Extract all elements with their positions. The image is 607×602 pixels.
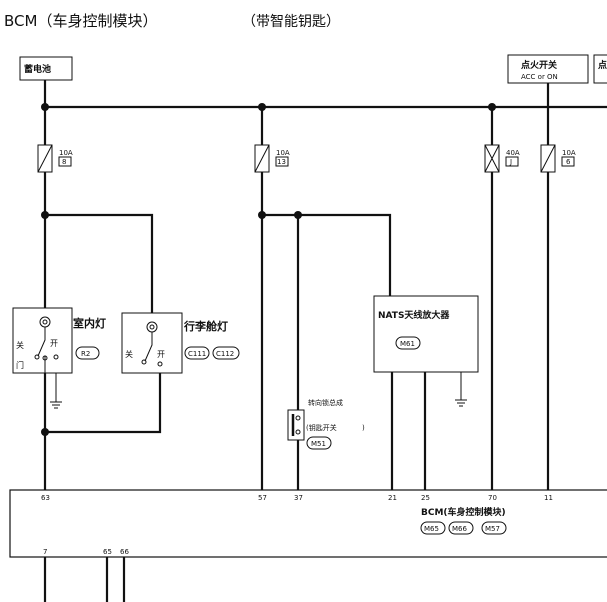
room-lamp-on: 开 (50, 339, 58, 348)
fuse-num: 8 (62, 158, 66, 166)
nats-box (373, 295, 479, 373)
connector-label: M65 (424, 525, 439, 533)
connector-label: R2 (81, 350, 90, 358)
fuse-num: 6 (566, 158, 571, 166)
key-switch-label: (钥匙开关 (306, 423, 337, 432)
paren: ) (362, 424, 365, 432)
nats-label: NATS天线放大器 (378, 309, 450, 321)
connector-badge (481, 521, 507, 535)
steering-lock-switch (287, 409, 305, 441)
trunk-lamp-label: 行李舱灯 (183, 319, 228, 333)
connector-badge (306, 436, 332, 450)
bcm-label: BCM(车身控制模块) (421, 506, 506, 518)
trunk-lamp-off: 关 (125, 349, 133, 359)
pin-label: 70 (488, 494, 497, 502)
bcm-box (9, 489, 607, 558)
room-lamp-off: 关 (16, 340, 24, 350)
battery-label: 蓄电池 (24, 63, 51, 75)
connector-badge (75, 346, 100, 360)
connector-badge (395, 336, 421, 350)
pin-label: 66 (120, 548, 129, 556)
pin-label: 11 (544, 494, 553, 502)
room-lamp-door: 门 (16, 360, 24, 370)
fuse-amp: 40A (506, 149, 520, 157)
pin-label: 21 (388, 494, 397, 502)
junction-dots (41, 103, 496, 436)
fuse-num: 13 (277, 158, 286, 166)
lamp-switch-icon (34, 316, 59, 373)
partial-label: 点 (598, 59, 607, 71)
connector-badge (420, 521, 446, 535)
trunk-lamp-on: 开 (157, 350, 165, 359)
room-lamp-box (12, 307, 73, 374)
pin-label: 25 (421, 494, 430, 502)
connector-label: M61 (400, 340, 415, 348)
room-lamp-label: 室内灯 (73, 316, 106, 330)
fuse-icons (37, 144, 575, 173)
pin-label: 63 (41, 494, 50, 502)
ground-icon (50, 399, 467, 409)
connector-label: M66 (452, 525, 467, 533)
steering-lock-label: 转向锁总成 (308, 398, 343, 407)
diagram-subtitle: （带智能钥匙） (242, 14, 340, 30)
fuse-amp: 10A (59, 149, 73, 157)
fuse-amp: 10A (562, 149, 576, 157)
pin-label: 7 (43, 548, 47, 556)
connector-badge (448, 521, 474, 535)
fuse-num: J (509, 158, 512, 166)
wires (43, 80, 607, 602)
partial-box (593, 54, 607, 84)
connector-label: C112 (216, 350, 234, 358)
connector-label: M57 (485, 525, 500, 533)
connector-label: C111 (188, 350, 206, 358)
connector-badge (212, 346, 240, 360)
diagram-title: BCM（车身控制模块） (4, 12, 157, 30)
pin-label: 57 (258, 494, 267, 502)
connector-label: M51 (311, 440, 326, 448)
pin-label: 37 (294, 494, 303, 502)
connector-badge (184, 346, 210, 360)
pin-label: 65 (103, 548, 112, 556)
ignition-label: 点火开关 (521, 59, 557, 71)
lamp-switch-icon (141, 321, 163, 367)
ignition-sub: ACC or ON (521, 73, 558, 81)
fuse-amp: 10A (276, 149, 290, 157)
